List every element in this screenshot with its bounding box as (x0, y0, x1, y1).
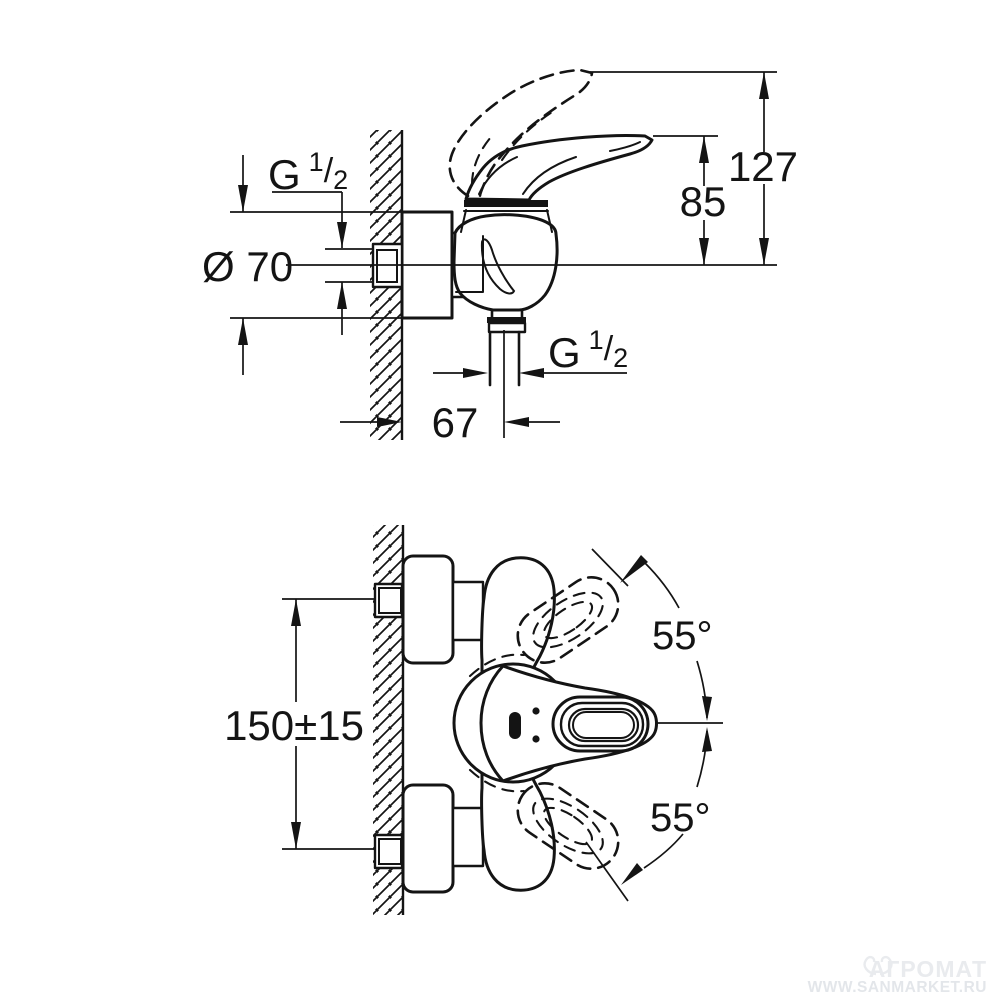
arrowhead (759, 72, 769, 99)
handle-rotated-down-dashed (516, 782, 620, 870)
rotated-handle-outline (516, 576, 620, 664)
hose-tube (488, 330, 521, 387)
handle-ring-outer (551, 695, 650, 753)
handle-ring-innermost (572, 711, 635, 739)
rotated-handle-ring-inner (542, 806, 594, 846)
union-block-bottom-front (451, 806, 485, 868)
rotated-handle-ring (532, 797, 604, 855)
hose-thread-denominator: 2 (613, 343, 628, 373)
arrowhead (759, 238, 769, 265)
dome-rotated-dashes (468, 653, 526, 793)
handle-side (464, 133, 654, 202)
spacing-extension-lines (282, 598, 375, 850)
hose-thread-base: G (548, 329, 581, 376)
collar-band (464, 200, 548, 207)
escutcheon-top-front (401, 554, 455, 665)
arrowhead (238, 318, 248, 345)
handle-dot-bottom (532, 735, 540, 743)
watermark-website: WWW.SANMARKET.RU (808, 979, 987, 996)
dim-label-angle-down: 55° (650, 796, 711, 840)
inlet-thread-numerator: 1 (309, 147, 324, 177)
height-extension-lines (590, 71, 777, 137)
body-cavity-lines (455, 235, 484, 293)
watermark-brand: АГРОМАТ (869, 956, 987, 982)
dim-label-plate-diameter: Ø 70 (202, 243, 293, 290)
inlet-nut-face-side (376, 249, 398, 283)
cartridge-housing-side (460, 209, 553, 233)
handle-raised-inner-dashes (470, 107, 559, 186)
hose-nut (487, 321, 527, 334)
arrowhead (621, 863, 643, 885)
union-block-top-front (451, 580, 485, 642)
dim-label-offset: 67 (432, 399, 479, 446)
handle-rotated-up-dashed (516, 576, 620, 664)
angle-tangent-lines (585, 548, 629, 902)
arrowhead (620, 555, 648, 583)
dimension-lines-side (230, 71, 777, 438)
watermark-logo-icon (863, 955, 893, 976)
inlet-thread-ticks (325, 248, 373, 283)
hose-neck (490, 308, 524, 319)
rotated-handle-outline (516, 782, 620, 870)
inlet-nut-top-face (378, 587, 402, 614)
hose-nut-band (487, 317, 526, 323)
inlet-nut-bottom-face (378, 838, 402, 865)
hose-thread-numerator: 1 (589, 325, 604, 355)
inlet-thread-denominator: 2 (333, 165, 348, 195)
plate-extension-lines (230, 211, 452, 319)
handle-raised-dashed-side (448, 68, 594, 198)
arrowhead (702, 727, 712, 752)
inlet-thread-base: G (268, 151, 301, 198)
handle-dot-top (532, 707, 540, 715)
watermark: АГРОМАТ WWW.SANMARKET.RU (808, 955, 987, 996)
hose-thread-slash: / (604, 330, 614, 368)
arrowhead (463, 368, 488, 378)
inlet-thread-slash: / (324, 152, 334, 190)
dim-label-total-height: 127 (728, 143, 798, 190)
arrowhead (504, 417, 529, 427)
arrowhead (699, 136, 709, 163)
arrowhead (337, 282, 347, 309)
arrowhead (337, 222, 347, 248)
arrowhead (519, 368, 544, 378)
spout-blade-side (480, 238, 516, 295)
arrowhead (699, 238, 709, 265)
handle-ring-inner (567, 707, 640, 743)
dim-label-angle-up: 55° (652, 614, 713, 658)
arrowhead (291, 822, 301, 849)
faucet-body-side (452, 213, 559, 312)
rotated-handle-ring (532, 591, 604, 649)
escutcheon-bottom-front (401, 783, 455, 894)
handle-ring-mid (559, 701, 645, 748)
dim-label-handle-height: 85 (680, 178, 727, 225)
rotated-handle-ring-inner (542, 600, 594, 640)
handle-keyhole (509, 712, 521, 739)
arrowhead (377, 417, 402, 427)
arrowhead (291, 599, 301, 626)
arrowhead (238, 185, 248, 212)
arrowhead (702, 696, 712, 721)
dimension-lines-front (282, 548, 723, 902)
front-view: 150±15 55° 55° (224, 525, 723, 915)
dim-label-spacing: 150±15 (224, 702, 364, 749)
